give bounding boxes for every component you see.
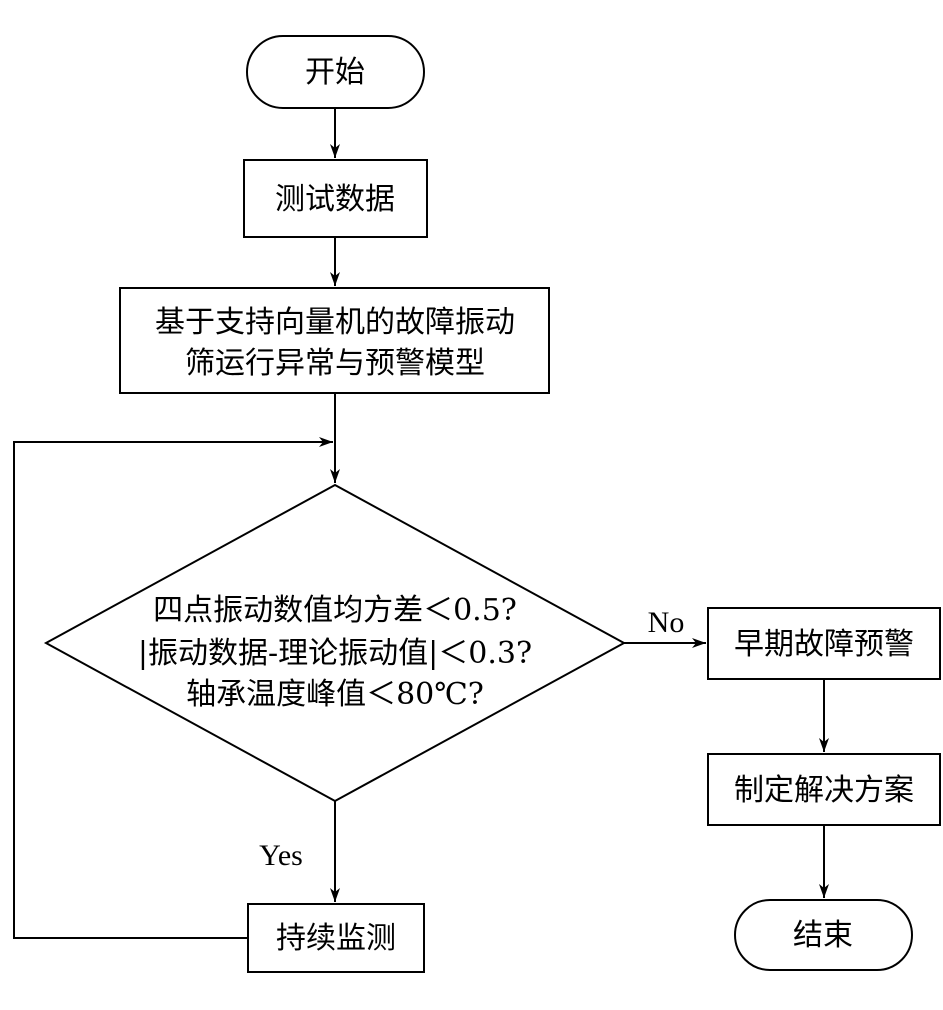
test-data-node: 测试数据 — [243, 159, 428, 238]
solution-label: 制定解决方案 — [734, 773, 914, 808]
solution-node: 制定解决方案 — [707, 753, 941, 826]
edge-monitor-loop — [13, 437, 333, 939]
monitor-label: 持续监测 — [276, 921, 396, 956]
start-node: 开始 — [246, 35, 425, 109]
no-label: No — [648, 606, 685, 639]
decision-label-line-3: 轴承温度峰值＜80℃? — [186, 677, 484, 712]
model-node: 基于支持向量机的故障振动 筛运行异常与预警模型 — [119, 287, 550, 394]
decision-label-line-1: 四点振动数值均方差＜0.5? — [153, 593, 517, 628]
early-warning-label: 早期故障预警 — [734, 627, 914, 662]
yes-label: Yes — [259, 839, 303, 872]
decision-label-line-2: |振动数据-理论振动值|＜0.3? — [138, 636, 532, 671]
model-label-line-2: 筛运行异常与预警模型 — [185, 346, 485, 381]
start-label: 开始 — [305, 55, 365, 90]
test-data-label: 测试数据 — [275, 182, 395, 217]
end-label: 结束 — [793, 918, 853, 953]
decision-node: 四点振动数值均方差＜0.5? |振动数据-理论振动值|＜0.3? 轴承温度峰值＜… — [43, 483, 627, 803]
model-label-line-1: 基于支持向量机的故障振动 — [155, 305, 515, 340]
early-warning-node: 早期故障预警 — [707, 607, 941, 680]
monitor-node: 持续监测 — [247, 903, 425, 973]
end-node: 结束 — [734, 899, 913, 971]
